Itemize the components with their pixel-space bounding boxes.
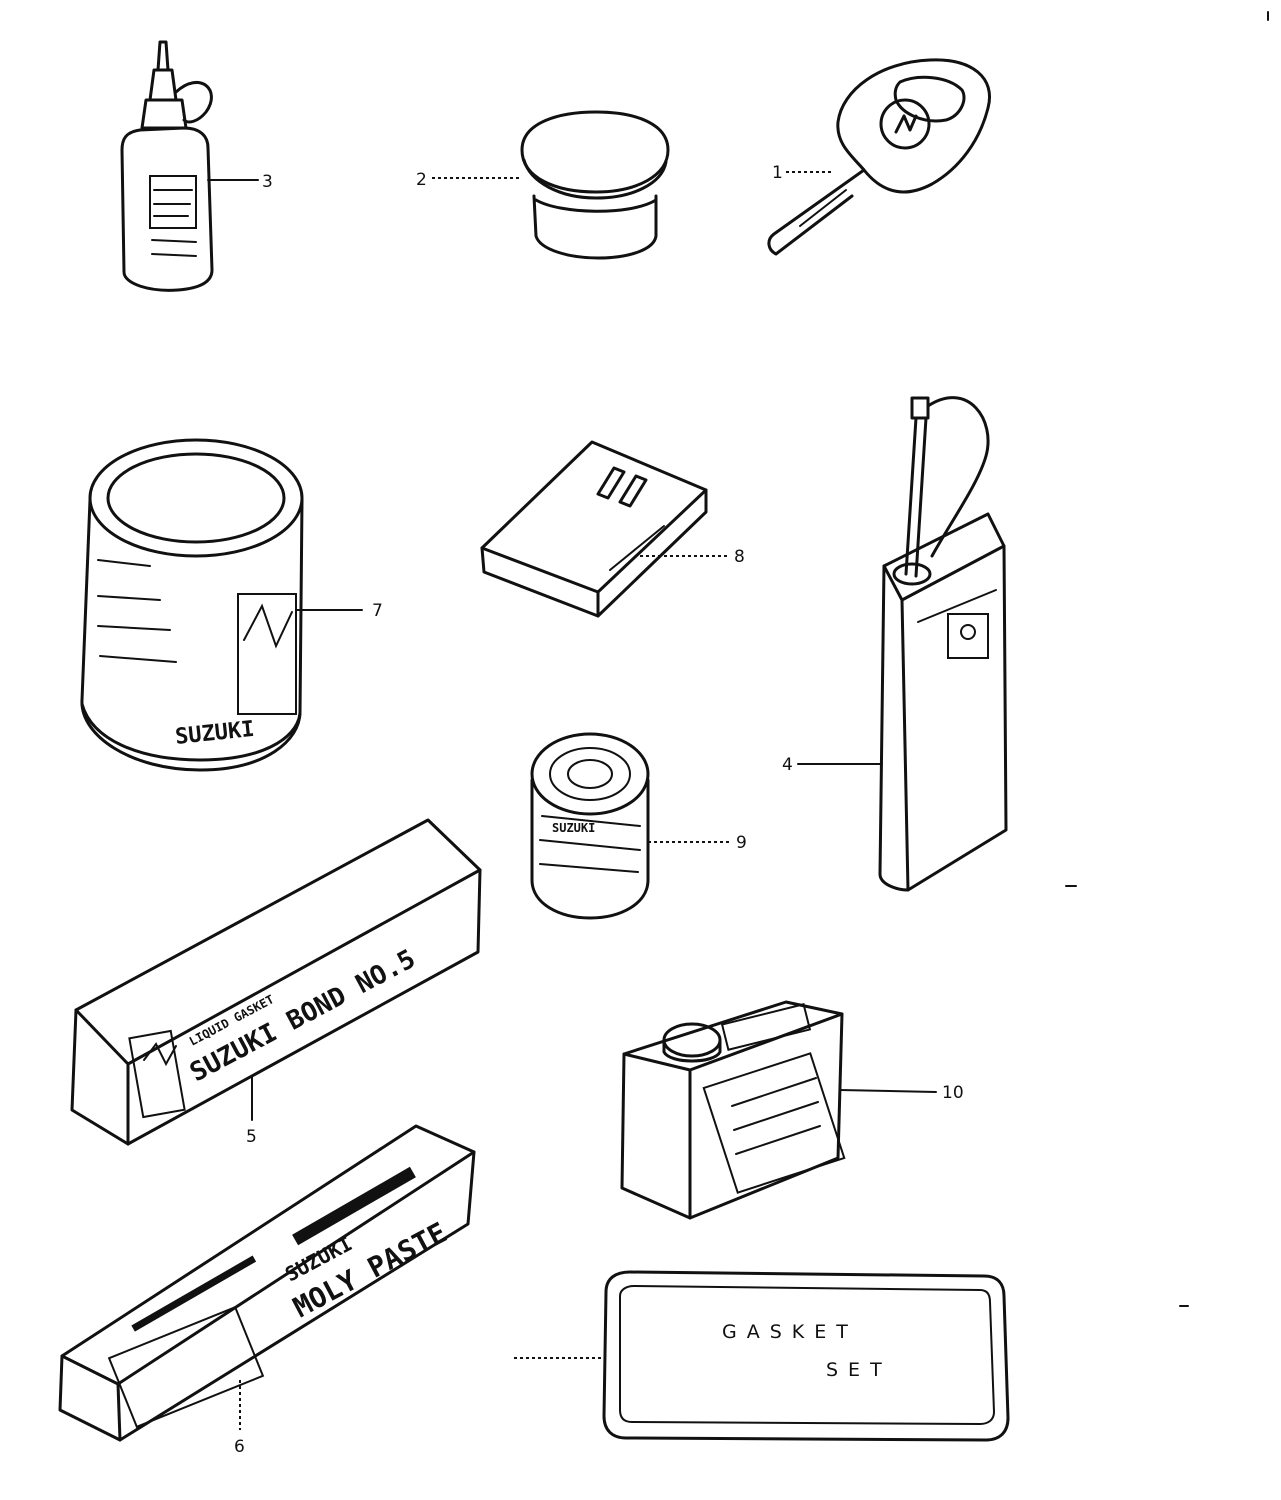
ignition-key	[767, 58, 991, 256]
moly-box: SUZUKI MOLY PASTE	[58, 1124, 476, 1442]
tin-brand-label: SUZUKI	[552, 821, 595, 835]
callout-6: 6	[234, 1437, 245, 1457]
suzuki-kit-box	[480, 440, 708, 618]
gasket-label-line1: GASKET	[722, 1321, 858, 1343]
callout-1: 1	[772, 163, 783, 183]
bond-name-label: SUZUKI BOND NO.5	[185, 944, 420, 1088]
leader-10	[839, 1089, 937, 1093]
callout-5: 5	[246, 1127, 257, 1147]
callout-9: 9	[736, 833, 747, 853]
gasket-label-line2: SET	[826, 1359, 892, 1381]
callout-4: 4	[782, 755, 793, 775]
gasket-set: GASKET SET	[602, 1270, 1010, 1442]
bond-box: SUZUKI BOND NO.5 LIQUID GASKET	[70, 818, 482, 1146]
tall-oil-can	[878, 396, 1008, 892]
oil-bottle	[120, 40, 214, 292]
callout-3: 3	[262, 172, 273, 192]
square-oil-can	[620, 1000, 846, 1220]
grease-jar	[520, 110, 670, 260]
callout-8: 8	[734, 547, 745, 567]
callout-2: 2	[416, 170, 427, 190]
callout-10: 10	[942, 1083, 964, 1103]
callout-7: 7	[372, 601, 383, 621]
can-brand-label: SUZUKI	[174, 717, 256, 750]
paint-can: SUZUKI	[80, 438, 304, 772]
small-grease-tin: SUZUKI	[530, 732, 650, 920]
